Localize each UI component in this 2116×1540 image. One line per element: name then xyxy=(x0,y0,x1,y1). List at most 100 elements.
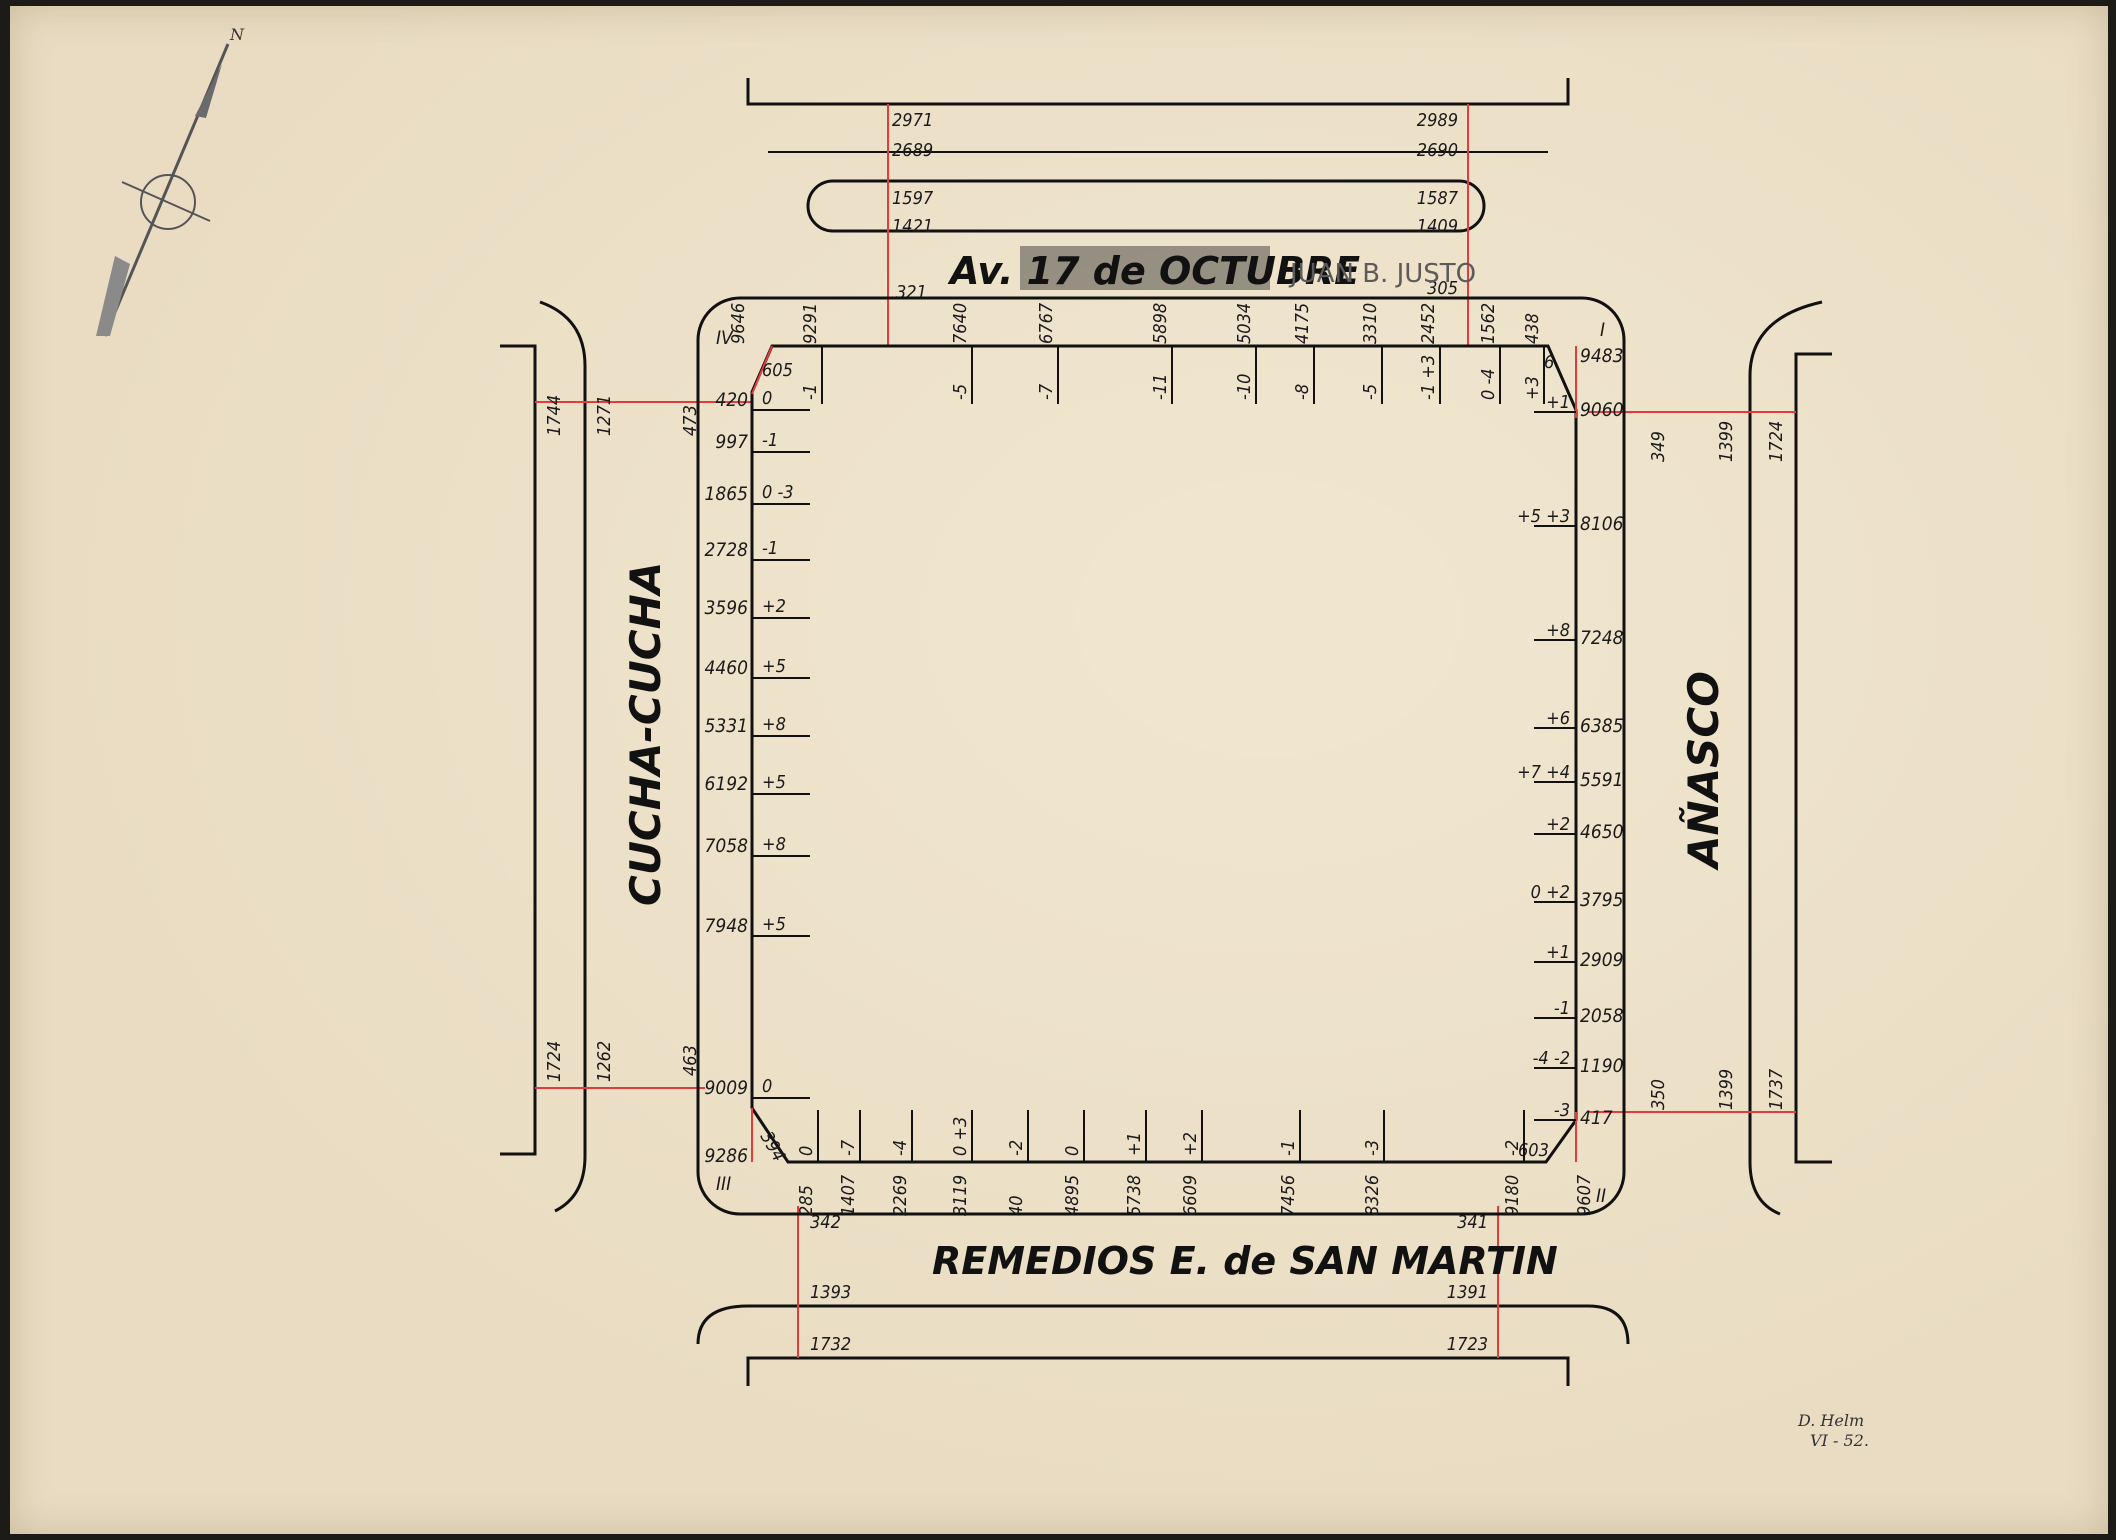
west-station-distance: 420 xyxy=(715,389,748,411)
south-station-level: 0 +3 xyxy=(950,1117,971,1156)
north-station-level: -11 xyxy=(1150,374,1171,400)
west-station-distance: 2728 xyxy=(705,539,749,561)
south-station: 3119 0 +3 xyxy=(950,1110,973,1216)
corner-se-cut: 603 xyxy=(1518,1140,1549,1161)
north-station-distance: 1562 xyxy=(1478,303,1499,344)
east-station: 3795 0 +2 xyxy=(1531,882,1624,911)
south-profile-left-3: 1732 xyxy=(810,1334,851,1355)
south-station-level: +2 xyxy=(1180,1132,1201,1156)
east-profile-bottom-2: 1399 xyxy=(1716,1069,1737,1110)
west-profile-top-1: 1744 xyxy=(544,395,565,436)
west-station: 5331+8 xyxy=(705,714,810,737)
north-station: 2452-1 +3 xyxy=(1418,303,1441,404)
east-station-distance: 1190 xyxy=(1580,1055,1624,1077)
south-station-distance: 3119 xyxy=(950,1175,971,1216)
east-station-level: +2 xyxy=(1546,814,1570,835)
north-profile-right-1: 2989 xyxy=(1417,110,1458,131)
west-station: 6192+5 xyxy=(705,772,810,795)
north-street-pencil-name: JUAN B. JUSTO xyxy=(1288,259,1476,289)
west-station-level: +2 xyxy=(762,596,786,617)
east-station-distance: 3795 xyxy=(1580,889,1624,911)
east-profile-bottom-1: 350 xyxy=(1648,1079,1669,1110)
north-station-distance: 3310 xyxy=(1360,303,1381,344)
west-station: 4460+5 xyxy=(705,656,810,679)
north-station-distance: 9291 xyxy=(800,303,821,344)
north-station-level: -8 xyxy=(1292,384,1313,400)
south-station-level: 0 xyxy=(1062,1146,1083,1156)
north-station-level: 0 -4 xyxy=(1478,368,1499,400)
south-station-level: -4 xyxy=(890,1140,911,1156)
north-station-distance: 438 xyxy=(1522,313,1543,344)
west-station-level: +5 xyxy=(762,656,786,677)
south-station-level: +1 xyxy=(1124,1132,1145,1156)
east-station-distance: 2058 xyxy=(1580,1005,1624,1027)
north-station-level: +3 xyxy=(1522,376,1543,400)
south-station-distance: 7456 xyxy=(1278,1175,1299,1216)
east-station-level: +1 xyxy=(1546,392,1570,413)
west-station: 7948+5 xyxy=(705,914,810,937)
south-station: 7456-1 xyxy=(1278,1110,1301,1216)
east-profile-bottom-3: 1737 xyxy=(1766,1068,1787,1110)
corner-nw-cut: 605 xyxy=(762,360,793,381)
south-station: 5738+1 xyxy=(1124,1110,1147,1216)
east-station-level: -3 xyxy=(1554,1100,1570,1121)
south-profile-left-2: 1393 xyxy=(810,1282,851,1303)
east-profile-top-2: 1399 xyxy=(1716,421,1737,462)
north-station-distance: 9646 xyxy=(728,303,749,344)
west-station-distance: 9009 xyxy=(705,1077,749,1099)
east-station: 4650+2 xyxy=(1534,814,1624,843)
west-profile-bottom-2: 1262 xyxy=(594,1041,615,1082)
west-station-distance: 997 xyxy=(715,431,748,453)
south-station-level: -2 xyxy=(1502,1140,1523,1156)
north-station: 9291-1 xyxy=(800,303,823,404)
south-station-distance: 6609 xyxy=(1180,1175,1201,1216)
east-station-level: 0 +2 xyxy=(1531,882,1570,903)
east-station: 5591 +7 +4 xyxy=(1517,762,1623,791)
north-profile-left-1: 2971 xyxy=(892,110,933,131)
west-station-distance: 7058 xyxy=(705,835,749,857)
west-station-level: 0 -3 xyxy=(762,482,794,503)
west-station-level: -1 xyxy=(762,538,778,559)
east-station-level: +8 xyxy=(1546,620,1570,641)
west-profile-bottom-1: 1724 xyxy=(544,1041,565,1082)
west-profile-bottom-3: 463 xyxy=(680,1045,701,1076)
east-station-level: +7 +4 xyxy=(1517,762,1570,783)
north-station-level: -10 xyxy=(1234,374,1255,400)
east-station-distance: 5591 xyxy=(1580,769,1624,791)
west-station-distance: 9286 xyxy=(705,1145,749,1167)
west-station-distance: 1865 xyxy=(705,483,749,505)
north-street-name: Av. 17 de OCTUBRE xyxy=(947,249,1360,293)
south-station-distance: 40 xyxy=(1006,1195,1027,1216)
west-station-level: +5 xyxy=(762,772,786,793)
south-street-name: REMEDIOS E. de SAN MARTIN xyxy=(932,1239,1558,1283)
north-station-distance: 6767 xyxy=(1036,302,1057,344)
north-station: 9646 xyxy=(728,303,749,344)
north-station: 5034-10 xyxy=(1234,303,1257,404)
corner-ne-cut: 6 xyxy=(1544,352,1554,373)
west-station-level: +5 xyxy=(762,914,786,935)
south-station-level: -2 xyxy=(1006,1140,1027,1156)
south-station: 40 -2 xyxy=(1006,1110,1029,1216)
east-station-distance: 2909 xyxy=(1580,949,1624,971)
north-station: 1562 0 -4 xyxy=(1478,303,1501,404)
north-station: 6767 -7 xyxy=(1036,302,1059,404)
map-sheet: N 2971 2689 1597 1421 2989 2690 1587 140… xyxy=(10,6,2108,1534)
east-station: 6385+6 xyxy=(1534,708,1624,737)
corner-sw-cut: 394 xyxy=(756,1128,790,1165)
west-station-level: +8 xyxy=(762,714,786,735)
signature: D. Helm VI - 52. xyxy=(1797,1411,1869,1450)
north-station-level: -7 xyxy=(1036,383,1057,400)
south-station-level: -7 xyxy=(838,1139,859,1156)
north-station-level: -1 +3 xyxy=(1418,355,1439,400)
north-profile-right-4: 1409 xyxy=(1417,216,1458,237)
west-profile-top-2: 1271 xyxy=(594,395,615,436)
east-profile-top-1: 349 xyxy=(1648,431,1669,462)
north-profile-right-3: 1587 xyxy=(1417,188,1459,209)
east-station: 1190-4 -2 xyxy=(1533,1048,1624,1077)
north-station-level: -5 xyxy=(950,384,971,400)
